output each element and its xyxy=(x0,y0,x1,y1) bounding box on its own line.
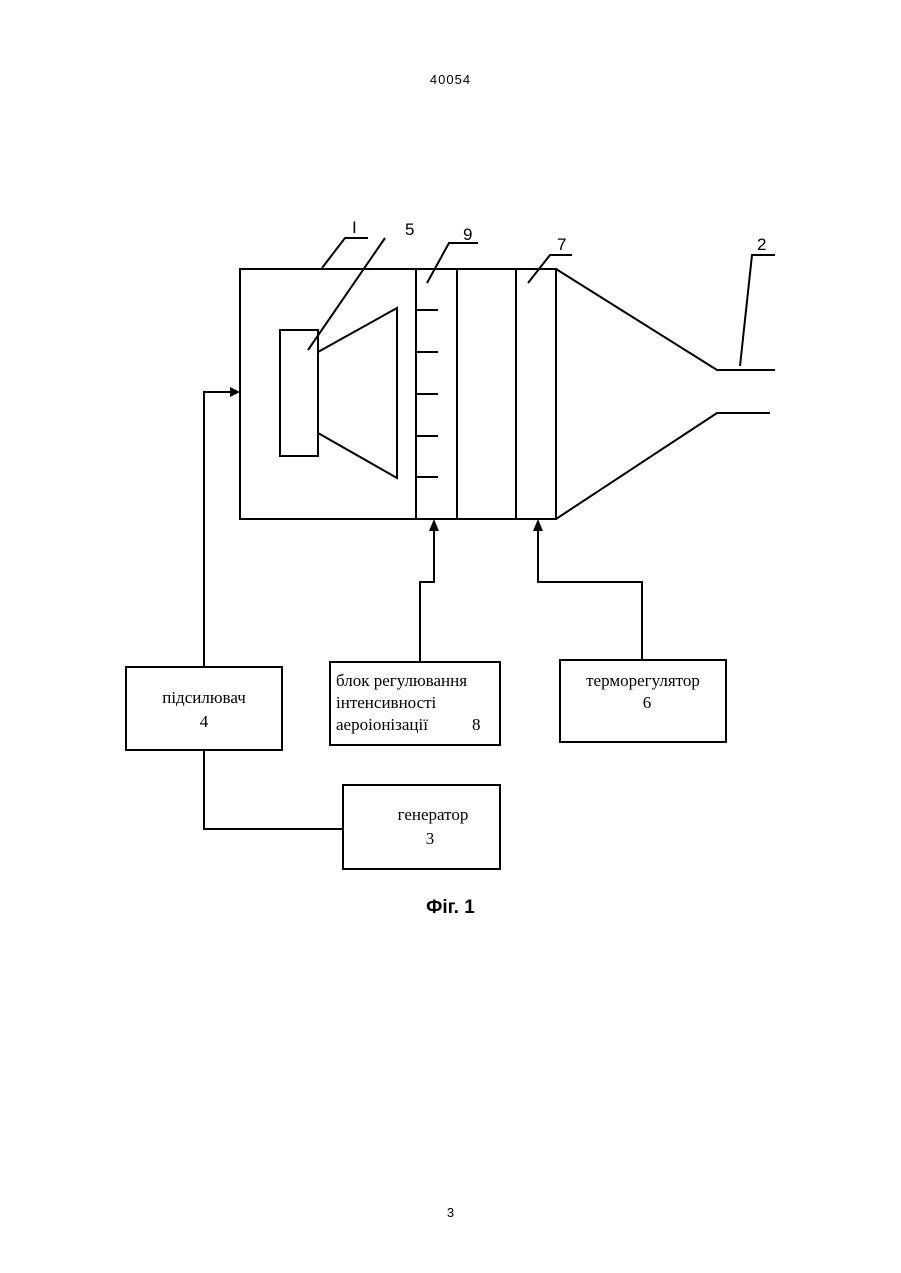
thermoregulator-number: 6 xyxy=(643,693,652,712)
amplifier-label: підсилювач xyxy=(162,688,246,707)
arrow-into-housing xyxy=(230,387,240,397)
thermoregulator-label: терморегулятор xyxy=(586,671,700,690)
wire-generator-to-amplifier xyxy=(204,750,343,829)
generator-number: 3 xyxy=(426,829,435,848)
ionization-control-line1: блок регулювання xyxy=(336,671,467,690)
label-housing: I xyxy=(352,218,357,237)
emitter-horn xyxy=(318,308,397,478)
label-ionizer: 9 xyxy=(463,225,472,244)
ionization-control-line2: інтенсивності xyxy=(336,693,437,712)
leader-ionizer xyxy=(427,243,478,283)
arrow-into-ionizer xyxy=(429,519,439,531)
leader-nozzle xyxy=(740,255,775,366)
label-heater: 7 xyxy=(557,235,566,254)
emitter-body xyxy=(280,330,318,456)
leader-housing xyxy=(322,238,368,268)
generator-label: генератор xyxy=(398,805,469,824)
wire-amplifier-to-emitter xyxy=(204,392,234,667)
wire-thermoregulator-to-heater xyxy=(538,526,642,660)
label-nozzle: 2 xyxy=(757,235,766,254)
arrow-into-heater xyxy=(533,519,543,531)
ionization-control-number: 8 xyxy=(472,715,481,734)
figure-caption: Фіг. 1 xyxy=(0,897,901,919)
leader-emitter xyxy=(308,238,385,350)
ionization-control-line3: аероіонізації xyxy=(336,715,428,734)
wire-control-to-ionizer xyxy=(420,526,434,662)
amplifier-block-outline xyxy=(126,667,282,750)
ionizer-needles xyxy=(416,310,438,477)
amplifier-number: 4 xyxy=(200,712,209,731)
page-number: 3 xyxy=(0,1205,901,1220)
nozzle-lower xyxy=(556,413,770,519)
generator-block-outline xyxy=(343,785,500,869)
label-emitter: 5 xyxy=(405,220,414,239)
